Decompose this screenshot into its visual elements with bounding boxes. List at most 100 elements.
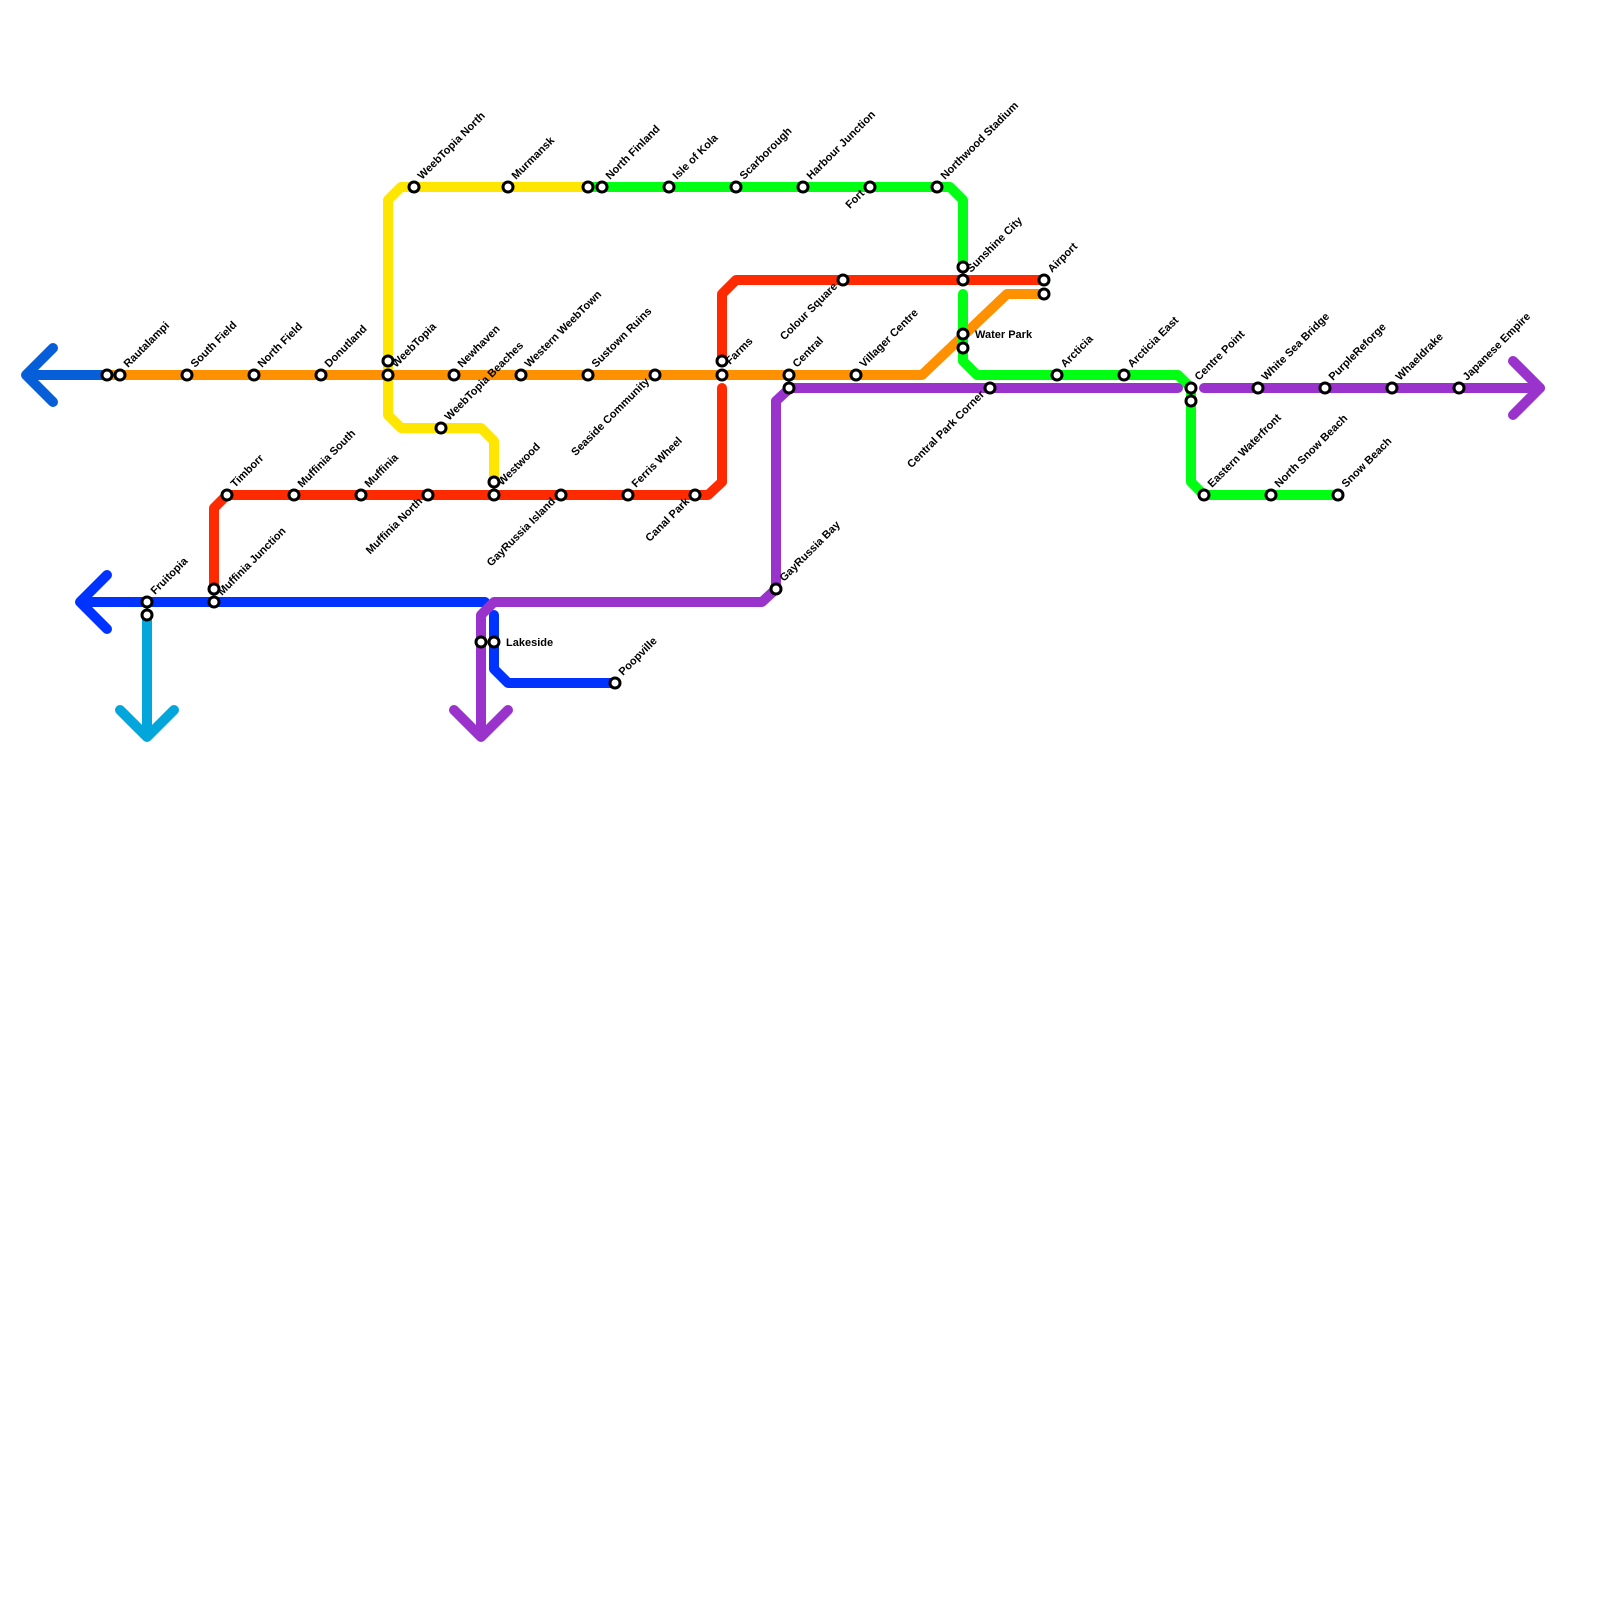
- station-marker-newhaven[interactable]: [447, 368, 461, 382]
- station-marker-muffinia-junction-b[interactable]: [207, 595, 221, 609]
- station-label-north-field: North Field: [256, 321, 306, 371]
- purple-line-east-arrow: [1508, 356, 1545, 420]
- orange-line: [102, 289, 1050, 380]
- station-marker-centre-point-a[interactable]: [1184, 381, 1198, 395]
- station-marker-north-finland-b[interactable]: [595, 180, 609, 194]
- blue-line-arrow: [75, 570, 112, 634]
- station-marker-donutland[interactable]: [314, 368, 328, 382]
- station-label-muffinia: Muffinia: [363, 451, 402, 490]
- station-label-lakeside: Lakeside: [506, 637, 553, 649]
- station-marker-weebtopia-north[interactable]: [407, 180, 421, 194]
- station-marker-isle-of-kola[interactable]: [662, 180, 676, 194]
- station-marker-gayrussia-bay[interactable]: [769, 582, 783, 596]
- station-marker-water-park-a[interactable]: [956, 327, 970, 341]
- station-marker-south-field[interactable]: [180, 368, 194, 382]
- station-marker-weebtopia-beaches[interactable]: [434, 421, 448, 435]
- station-marker-airport-a[interactable]: [1037, 273, 1051, 287]
- stations: [100, 180, 1466, 690]
- station-label-poopville: Poopville: [617, 635, 660, 678]
- station-marker-villager-centre[interactable]: [849, 368, 863, 382]
- station-label-north-finland: North Finland: [604, 123, 663, 182]
- purple-line-south-arrow: [449, 705, 513, 742]
- station-label-central-park-corner: Central Park Corner: [905, 388, 987, 470]
- station-label-scarborough: Scarborough: [738, 125, 795, 182]
- station-marker-muffinia[interactable]: [354, 488, 368, 502]
- station-marker-northwood-stadium[interactable]: [930, 180, 944, 194]
- station-marker-sunshine-city-b[interactable]: [956, 273, 970, 287]
- dark-blue-line-arrow: [21, 343, 58, 407]
- station-label-muffinia-south: Muffinia South: [296, 427, 359, 490]
- station-marker-farms-a[interactable]: [715, 354, 729, 368]
- station-marker-rautalampi-b[interactable]: [113, 368, 127, 382]
- station-marker-eastern-waterfront[interactable]: [1197, 488, 1211, 502]
- station-marker-sustown-ruins[interactable]: [581, 368, 595, 382]
- station-marker-fruitopia-a[interactable]: [140, 595, 154, 609]
- station-marker-north-finland-a[interactable]: [581, 180, 595, 194]
- station-marker-muffinia-south[interactable]: [287, 488, 301, 502]
- station-marker-seaside-community[interactable]: [648, 368, 662, 382]
- station-label-farms: Farms: [724, 335, 756, 367]
- station-label-arcticia: Arcticia: [1059, 332, 1097, 370]
- station-label-whaeldrake: Whaeldrake: [1394, 331, 1446, 383]
- station-marker-western-weebtown[interactable]: [514, 368, 528, 382]
- station-marker-fort[interactable]: [863, 180, 877, 194]
- station-marker-japanese-empire[interactable]: [1452, 381, 1466, 395]
- station-label-colour-square: Colour Square: [778, 281, 840, 343]
- station-marker-purplereforge[interactable]: [1318, 381, 1332, 395]
- station-marker-arcticia-east[interactable]: [1117, 368, 1131, 382]
- station-marker-white-sea-bridge[interactable]: [1251, 381, 1265, 395]
- station-marker-westwood-b[interactable]: [487, 488, 501, 502]
- station-marker-rautalampi-a[interactable]: [100, 368, 114, 382]
- station-label-purplereforge: PurpleReforge: [1327, 321, 1389, 383]
- station-marker-colour-square[interactable]: [836, 273, 850, 287]
- station-marker-murmansk[interactable]: [501, 180, 515, 194]
- station-label-arcticia-east: Arcticia East: [1126, 314, 1182, 370]
- station-label-timborr: Timborr: [229, 452, 267, 490]
- station-marker-weebtopia-b[interactable]: [381, 368, 395, 382]
- station-marker-north-snow-beach[interactable]: [1264, 488, 1278, 502]
- station-label-gayrussia-bay: GayRussia Bay: [778, 518, 844, 584]
- station-marker-water-park-b[interactable]: [956, 341, 970, 355]
- station-marker-central-b[interactable]: [782, 381, 796, 395]
- station-marker-centre-point-b[interactable]: [1184, 394, 1198, 408]
- purple-line-south: [476, 584, 781, 738]
- station-marker-weebtopia-a[interactable]: [381, 354, 395, 368]
- station-marker-muffinia-north[interactable]: [421, 488, 435, 502]
- station-label-white-sea-bridge: White Sea Bridge: [1260, 311, 1332, 383]
- station-label-centre-point: Centre Point: [1193, 328, 1248, 383]
- station-marker-timborr[interactable]: [220, 488, 234, 502]
- station-marker-canal-park[interactable]: [688, 488, 702, 502]
- station-marker-whaeldrake[interactable]: [1385, 381, 1399, 395]
- station-label-fruitopia: Fruitopia: [149, 555, 191, 597]
- station-marker-airport-b[interactable]: [1037, 287, 1051, 301]
- station-marker-snow-beach[interactable]: [1331, 488, 1345, 502]
- station-marker-farms-b[interactable]: [715, 368, 729, 382]
- station-marker-arcticia[interactable]: [1050, 368, 1064, 382]
- station-marker-harbour-junction[interactable]: [796, 180, 810, 194]
- station-marker-north-field[interactable]: [247, 368, 261, 382]
- station-marker-muffinia-junction-a[interactable]: [207, 582, 221, 596]
- station-label-harbour-junction: Harbour Junction: [805, 109, 879, 183]
- station-marker-sunshine-city-a[interactable]: [956, 260, 970, 274]
- station-label-westwood: Westwood: [496, 441, 543, 488]
- blue-line-branch: [489, 610, 620, 688]
- station-marker-westwood-a[interactable]: [487, 475, 501, 489]
- station-marker-poopville[interactable]: [608, 676, 622, 690]
- station-label-airport: Airport: [1046, 240, 1081, 275]
- station-marker-central-park-corner[interactable]: [983, 381, 997, 395]
- station-marker-fruitopia-b[interactable]: [140, 608, 154, 622]
- station-marker-lakeside-a[interactable]: [474, 635, 488, 649]
- station-marker-scarborough[interactable]: [729, 180, 743, 194]
- station-label-northwood-stadium: Northwood Stadium: [939, 100, 1022, 183]
- station-label-ferris-wheel: Ferris Wheel: [630, 435, 685, 490]
- station-marker-central-a[interactable]: [782, 368, 796, 382]
- station-label-muffinia-north: Muffinia North: [364, 495, 425, 556]
- station-marker-ferris-wheel[interactable]: [621, 488, 635, 502]
- station-label-sustown-ruins: Sustown Ruins: [590, 305, 655, 370]
- station-marker-gayrussia-island[interactable]: [554, 488, 568, 502]
- station-label-water-park: Water Park: [975, 329, 1033, 341]
- station-marker-lakeside-b[interactable]: [487, 635, 501, 649]
- station-label-donutland: Donutland: [323, 323, 370, 370]
- station-label-villager-centre: Villager Centre: [858, 307, 921, 370]
